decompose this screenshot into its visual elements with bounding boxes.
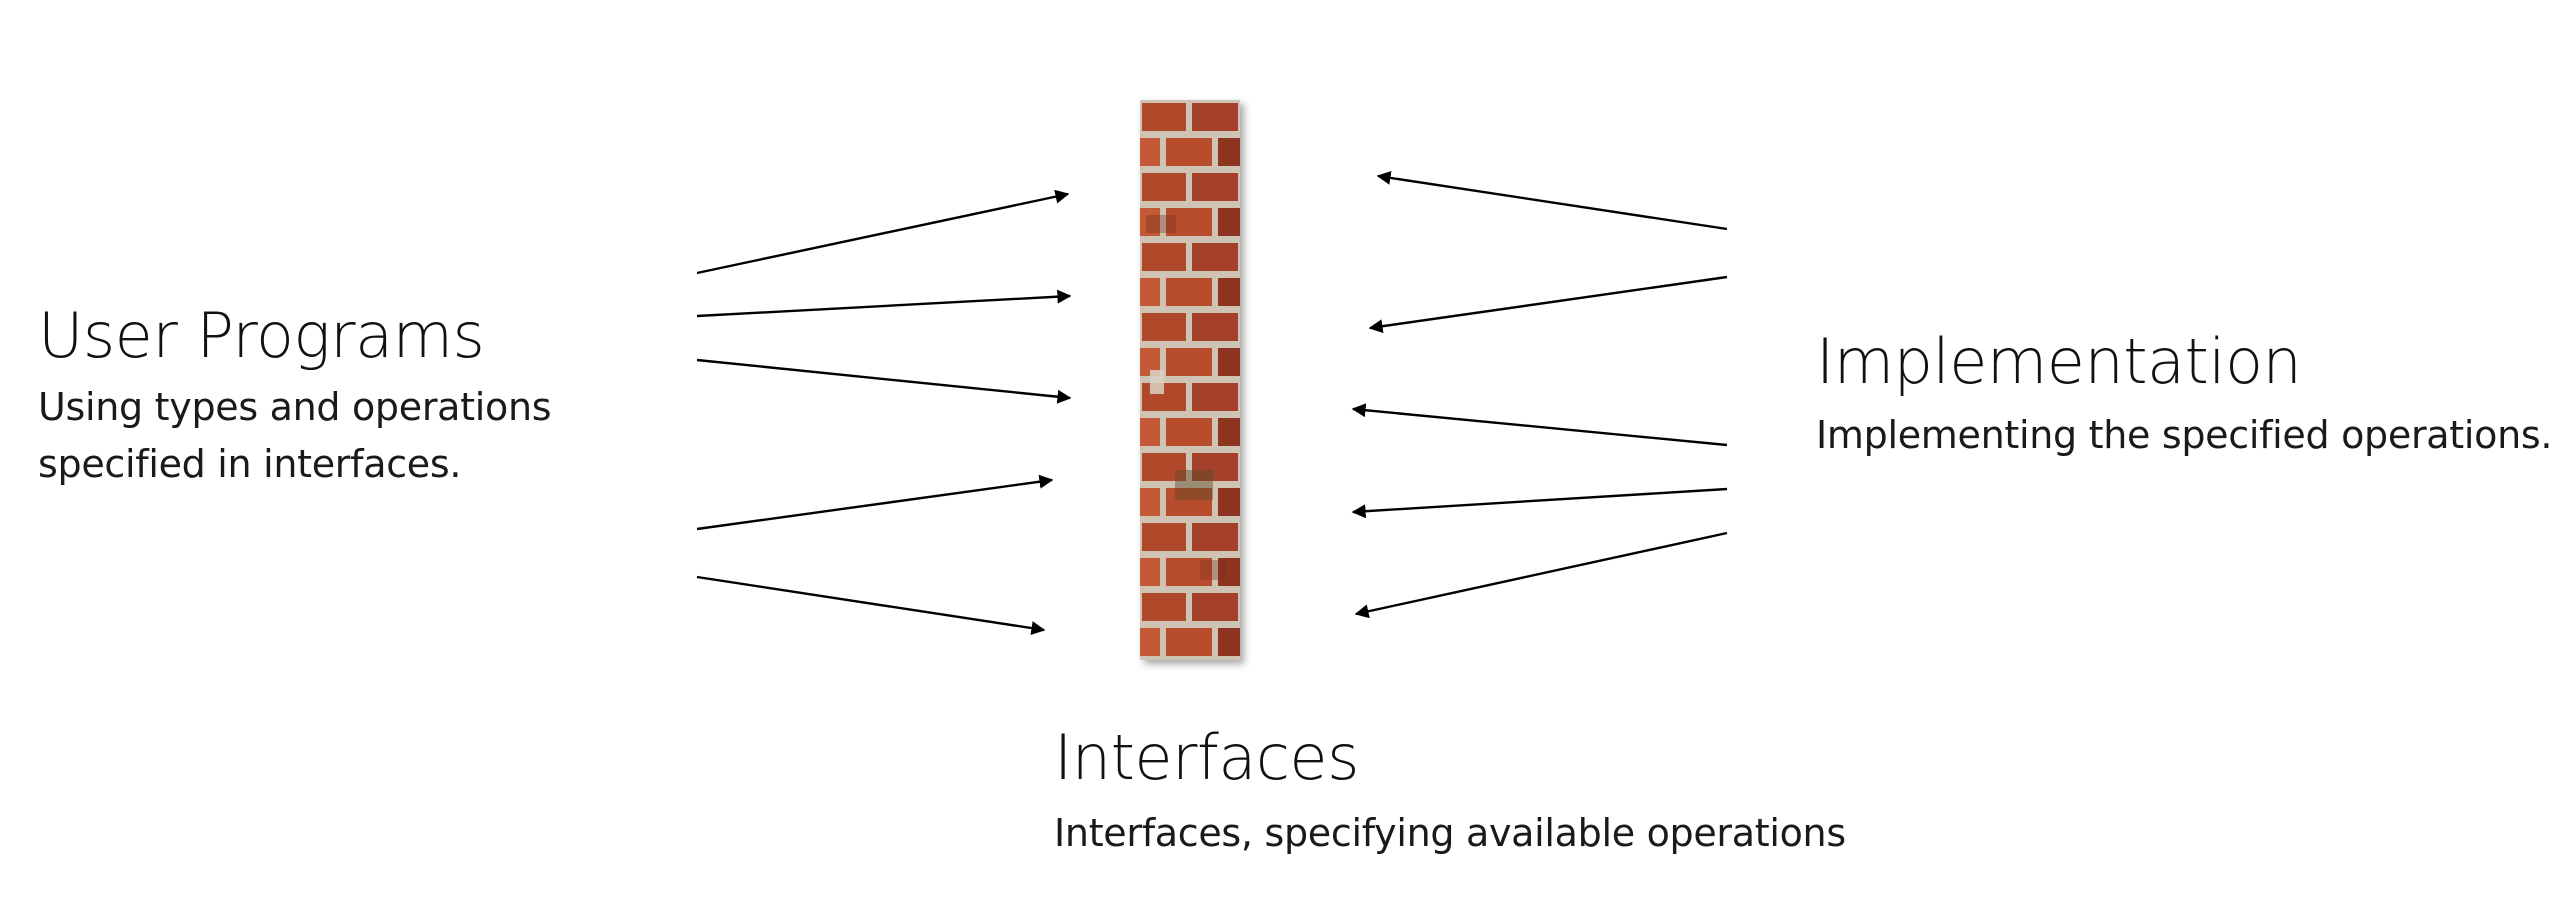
user-programs-description: Using types and operations specified in … <box>38 379 552 493</box>
arrow-impl-3 <box>1351 403 1728 447</box>
arrow-user-5 <box>696 575 1046 636</box>
arrow-user-2 <box>696 289 1072 318</box>
arrow-impl-4 <box>1351 487 1728 519</box>
interfaces-title: Interfaces <box>1054 721 1359 794</box>
user-programs-block: User Programs Using types and operations… <box>38 299 552 493</box>
interfaces-description: Interfaces, specifying available operati… <box>1054 811 1846 856</box>
user-program-arrows <box>696 189 1072 636</box>
arrow-user-4 <box>696 474 1054 531</box>
arrow-user-3 <box>696 358 1072 404</box>
implementation-arrows <box>1351 170 1728 619</box>
arrow-impl-5 <box>1354 531 1728 619</box>
arrow-user-1 <box>696 189 1070 275</box>
implementation-description: Implementing the specified operations. <box>1816 413 2553 458</box>
arrow-impl-2 <box>1368 275 1728 334</box>
user-programs-title: User Programs <box>38 299 485 372</box>
implementation-block: Implementation Implementing the specifie… <box>1816 326 2552 464</box>
arrow-impl-1 <box>1376 170 1728 231</box>
implementation-title: Implementation <box>1816 325 2302 398</box>
interfaces-block: Interfaces Interfaces, specifying availa… <box>1054 722 1846 862</box>
user-programs-desc-line-2: specified in interfaces. <box>38 442 462 487</box>
brick-wall <box>1140 100 1240 660</box>
user-programs-desc-line-1: Using types and operations <box>38 385 552 430</box>
